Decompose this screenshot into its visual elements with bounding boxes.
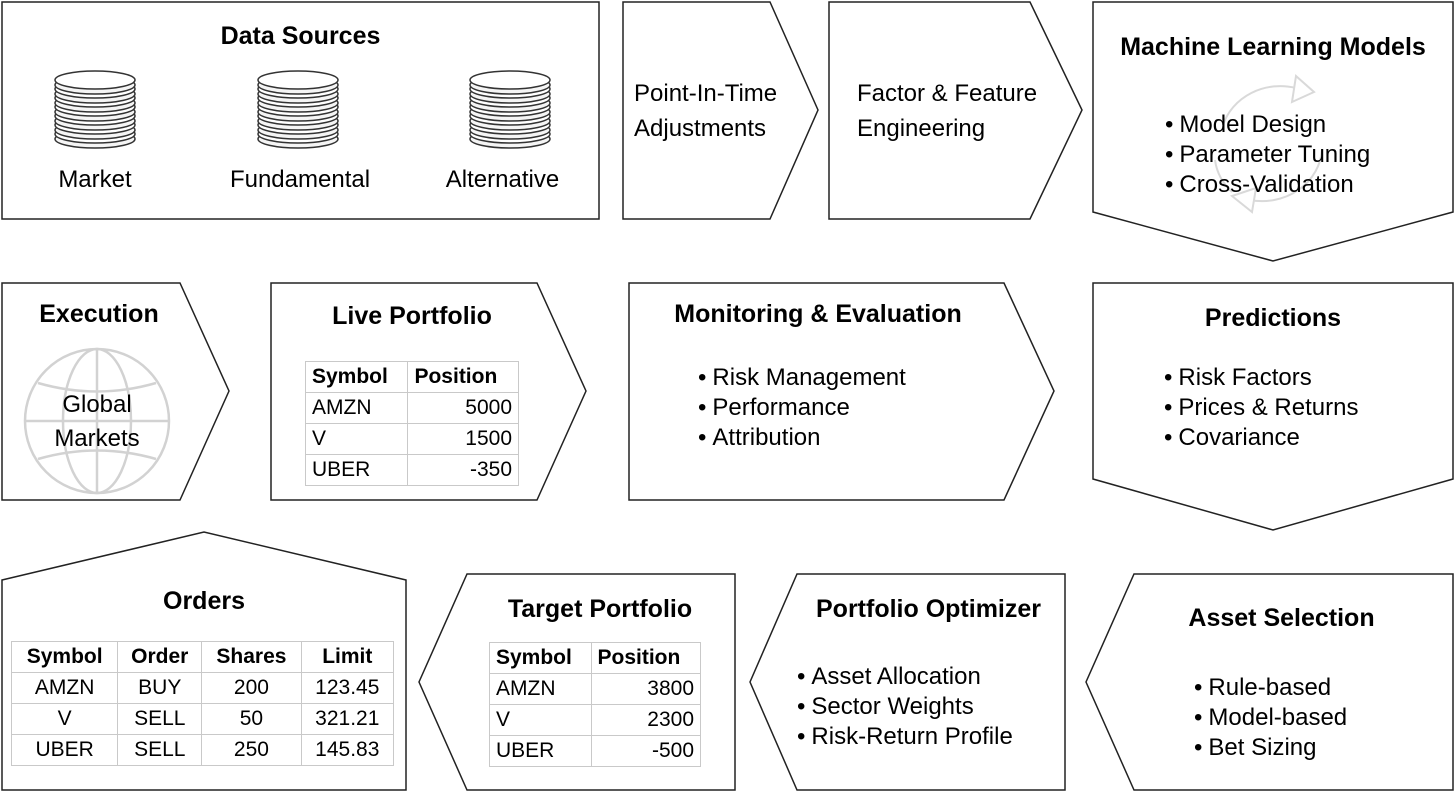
- symbol-cell: V: [489, 704, 592, 736]
- factor-engineering-line1: Factor & Feature: [857, 80, 1038, 107]
- table-row: UBER SELL 250 145.83: [10, 734, 395, 766]
- execution-title: Execution: [39, 300, 159, 328]
- position-cell: -500: [590, 735, 701, 767]
- column-header: Position: [590, 642, 701, 674]
- position-cell: 3800: [590, 673, 701, 705]
- column-header: Symbol: [304, 361, 409, 393]
- symbol-cell: UBER: [10, 734, 119, 766]
- global-markets-line2: Markets: [54, 425, 140, 452]
- monitoring-title: Monitoring & Evaluation: [674, 300, 962, 328]
- table-header-row: Symbol Position: [489, 642, 701, 674]
- orders-table: Symbol Order Shares Limit AMZN BUY 200 1…: [10, 641, 395, 766]
- point-in-time-chevron: [622, 1, 819, 220]
- table-row: V 2300: [489, 704, 701, 736]
- table-header-row: Symbol Position: [304, 361, 519, 393]
- list-item: Asset Allocation: [797, 662, 1013, 692]
- position-cell: -350: [407, 454, 519, 486]
- database-icon: [257, 70, 339, 149]
- live-portfolio-title: Live Portfolio: [332, 302, 492, 330]
- list-item: Performance: [698, 393, 906, 423]
- predictions-list: Risk Factors Prices & Returns Covariance: [1164, 363, 1358, 453]
- source-alternative-label: Alternative: [445, 166, 560, 193]
- position-cell: 1500: [407, 423, 519, 455]
- table-header-row: Symbol Order Shares Limit: [10, 641, 395, 673]
- order-cell: SELL: [117, 734, 203, 766]
- list-item: Model-based: [1194, 703, 1347, 733]
- limit-cell: 123.45: [300, 672, 395, 704]
- list-item: Risk-Return Profile: [797, 722, 1012, 752]
- table-row: UBER -350: [304, 454, 519, 486]
- symbol-cell: V: [304, 423, 409, 455]
- database-icons: [54, 70, 551, 149]
- factor-engineering-label: Factor & Feature Engineering: [857, 76, 1037, 146]
- table-row: V 1500: [304, 423, 519, 455]
- limit-cell: 145.83: [300, 734, 395, 766]
- symbol-cell: V: [10, 703, 119, 735]
- global-markets-line1: Global: [62, 391, 132, 418]
- asset-selection-title: Asset Selection: [1188, 604, 1375, 632]
- list-item: Prices & Returns: [1164, 393, 1358, 423]
- optimizer-list: Asset Allocation Sector Weights Risk-Ret…: [797, 662, 1013, 752]
- point-in-time-line1: Point-In-Time: [634, 80, 778, 107]
- monitoring-list: Risk Management Performance Attribution: [698, 363, 906, 453]
- factor-engineering-line2: Engineering: [857, 115, 986, 142]
- source-market-label: Market: [58, 166, 132, 193]
- column-header: Order: [117, 641, 203, 673]
- position-cell: 5000: [407, 392, 519, 424]
- table-row: AMZN BUY 200 123.45: [10, 672, 395, 704]
- list-item: Parameter Tuning: [1165, 140, 1370, 170]
- orders-title: Orders: [163, 587, 245, 615]
- list-item: Covariance: [1164, 423, 1358, 453]
- data-sources-title: Data Sources: [220, 22, 381, 50]
- column-header: Shares: [201, 641, 302, 673]
- optimizer-title: Portfolio Optimizer: [816, 595, 1041, 623]
- target-portfolio-table: Symbol Position AMZN 3800 V 2300 UBER -5…: [489, 642, 701, 767]
- order-cell: SELL: [117, 703, 203, 735]
- list-item: Attribution: [698, 423, 906, 453]
- shares-cell: 50: [201, 703, 302, 735]
- predictions-title: Predictions: [1204, 304, 1342, 332]
- source-fundamental-label: Fundamental: [229, 166, 371, 193]
- list-item: Cross-Validation: [1165, 170, 1370, 200]
- ml-models-title: Machine Learning Models: [1120, 33, 1426, 61]
- global-markets-label: Global Markets: [22, 388, 172, 456]
- table-row: AMZN 5000: [304, 392, 519, 424]
- column-header: Limit: [300, 641, 395, 673]
- order-cell: BUY: [117, 672, 203, 704]
- point-in-time-label: Point-In-Time Adjustments: [634, 76, 777, 146]
- table-row: AMZN 3800: [489, 673, 701, 705]
- list-item: Model Design: [1165, 110, 1370, 140]
- column-header: Symbol: [489, 642, 592, 674]
- shares-cell: 200: [201, 672, 302, 704]
- database-icon: [54, 70, 136, 149]
- list-item: Risk Management: [698, 363, 905, 393]
- table-row: V SELL 50 321.21: [10, 703, 395, 735]
- point-in-time-line2: Adjustments: [634, 115, 767, 142]
- list-item: Sector Weights: [797, 692, 1013, 722]
- symbol-cell: UBER: [489, 735, 592, 767]
- symbol-cell: AMZN: [304, 392, 409, 424]
- globe-icon: [23, 347, 171, 495]
- shares-cell: 250: [201, 734, 302, 766]
- column-header: Position: [407, 361, 519, 393]
- column-header: Symbol: [10, 641, 119, 673]
- target-portfolio-title: Target Portfolio: [507, 595, 693, 623]
- list-item: Bet Sizing: [1194, 733, 1347, 763]
- position-cell: 2300: [590, 704, 701, 736]
- symbol-cell: UBER: [304, 454, 409, 486]
- list-item: Rule-based: [1194, 673, 1347, 703]
- ml-models-list: Model Design Parameter Tuning Cross-Vali…: [1165, 110, 1370, 200]
- table-row: UBER -500: [489, 735, 701, 767]
- database-icon: [469, 70, 551, 149]
- factor-engineering-chevron: [828, 1, 1083, 220]
- limit-cell: 321.21: [300, 703, 395, 735]
- symbol-cell: AMZN: [489, 673, 592, 705]
- list-item: Risk Factors: [1164, 363, 1358, 393]
- live-portfolio-table: Symbol Position AMZN 5000 V 1500 UBER -3…: [304, 361, 519, 486]
- asset-selection-list: Rule-based Model-based Bet Sizing: [1194, 673, 1347, 763]
- symbol-cell: AMZN: [10, 672, 119, 704]
